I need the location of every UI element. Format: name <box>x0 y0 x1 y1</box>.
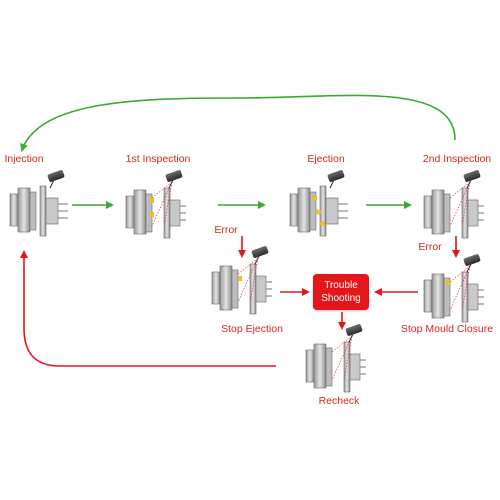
arrow-recheck-to-injection <box>20 250 276 367</box>
error-label-right: Error <box>418 241 442 253</box>
trouble-shooting-box: Trouble Shooting <box>313 274 369 310</box>
stage-label-second-inspection: 2nd Inspection <box>422 153 492 165</box>
stage-label-ejection: Ejection <box>307 153 345 165</box>
stage-label-recheck: Recheck <box>318 395 360 407</box>
stage-label-first-inspection: 1st Inspection <box>125 153 191 165</box>
trouble-shooting-line1: Trouble <box>324 280 358 291</box>
error-label-left: Error <box>214 224 238 236</box>
trouble-shooting-line2: Shooting <box>321 293 361 304</box>
ejection-machine-icon <box>289 168 349 237</box>
second-inspection-machine-icon <box>423 168 485 239</box>
stage-label-stop-mould-closure: Stop Mould Closure <box>400 323 494 335</box>
arrow-2nd-inspection-to-injection <box>20 94 456 152</box>
stage-label-stop-ejection: Stop Ejection <box>221 323 283 335</box>
first-inspection-machine-icon <box>125 168 187 239</box>
injection-machine-icon <box>9 168 69 237</box>
stop-ejection-machine-icon <box>211 244 273 315</box>
stage-label-injection: Injection <box>4 153 44 165</box>
stop-mould-closure-machine-icon <box>423 252 485 323</box>
recheck-machine-icon <box>305 322 367 393</box>
